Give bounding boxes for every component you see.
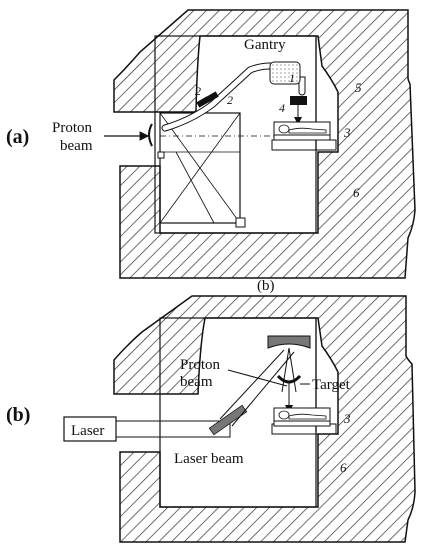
nozzle [290, 96, 307, 105]
number-2b-label: 2 [227, 93, 233, 107]
proton-beam-label-b-line2: beam [180, 374, 213, 390]
number-6-label: 6 [353, 185, 360, 200]
laser-box [63, 416, 117, 442]
target-label: Target [312, 377, 351, 393]
subfigure-caption: (b) [257, 278, 275, 294]
laser-beam-path [116, 420, 231, 438]
proton-beam-label-b-line1: Proton [180, 357, 221, 373]
gantry-label: Gantry [244, 37, 286, 53]
proton-beam-label-line2: beam [60, 138, 93, 154]
panel-a: (a) Gantry Proton beam 1 2 2 3 4 5 6 [6, 9, 416, 279]
shielding-wall-b [113, 295, 416, 543]
patient-couch-b [273, 407, 331, 427]
number-6-label-b: 6 [340, 460, 347, 475]
entry-bend-magnet [148, 123, 153, 147]
laser-beam-label: Laser beam [174, 451, 244, 467]
number-5-label: 5 [355, 80, 362, 95]
proton-beam-label-line1: Proton [52, 120, 93, 136]
number-3-label-b: 3 [343, 411, 351, 426]
quadrupole-magnet-2 [205, 91, 219, 103]
floor-slot-a [271, 139, 337, 151]
number-2a-label: 2 [195, 84, 201, 98]
panel-b: (b) Laser Laser beam Proton beam Target … [6, 295, 416, 543]
laser-mirror [208, 404, 248, 436]
gantry-magnet [269, 61, 301, 85]
target-holder [276, 374, 302, 384]
laser-label: Laser [71, 423, 104, 439]
shielding-wall-a [113, 9, 416, 279]
patient-couch-a [273, 121, 331, 141]
number-4-label: 4 [279, 101, 285, 115]
focusing-mirror [267, 335, 311, 349]
number-1-label: 1 [289, 71, 295, 85]
panel-b-label: (b) [6, 404, 30, 426]
panel-a-label: (a) [6, 126, 29, 148]
number-3-label: 3 [343, 125, 351, 140]
